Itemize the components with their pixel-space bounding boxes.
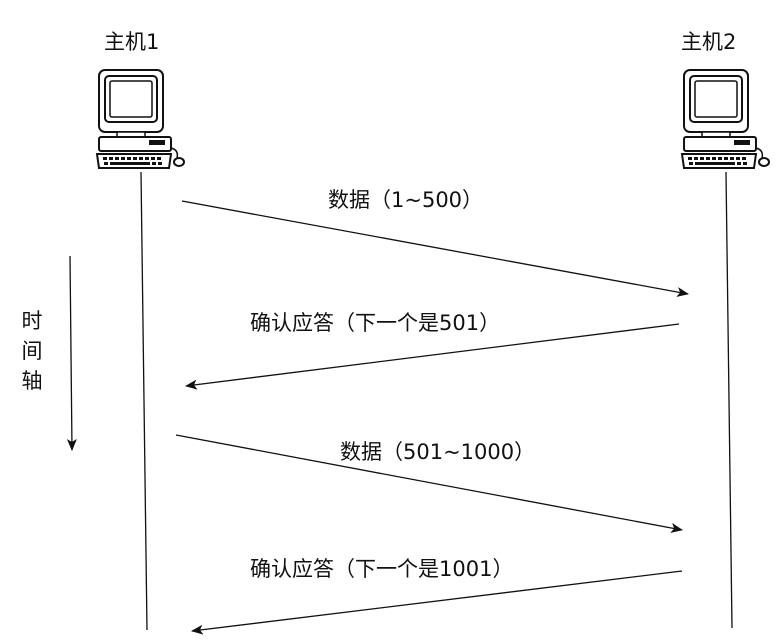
time-axis-label: 时间轴 bbox=[21, 309, 43, 393]
host1-label: 主机1 bbox=[104, 30, 160, 54]
time-axis-arrow bbox=[66, 255, 77, 451]
message-arrow-3 bbox=[175, 434, 683, 533]
message-label-2: 确认应答（下一个是501） bbox=[250, 311, 501, 335]
message-label-1: 数据（1~500） bbox=[328, 188, 484, 212]
message-arrow-1 bbox=[181, 200, 689, 297]
host1-lifeline bbox=[140, 171, 148, 631]
message-label-3: 数据（501~1000） bbox=[340, 440, 536, 464]
host2-label: 主机2 bbox=[681, 30, 737, 54]
message-arrow-2 bbox=[185, 323, 680, 390]
host2-computer-icon bbox=[681, 69, 770, 169]
message-arrow-4 bbox=[191, 570, 683, 635]
host2-lifeline bbox=[725, 171, 733, 629]
message-label-4: 确认应答（下一个是1001） bbox=[250, 557, 514, 581]
host1-computer-icon bbox=[96, 69, 185, 169]
